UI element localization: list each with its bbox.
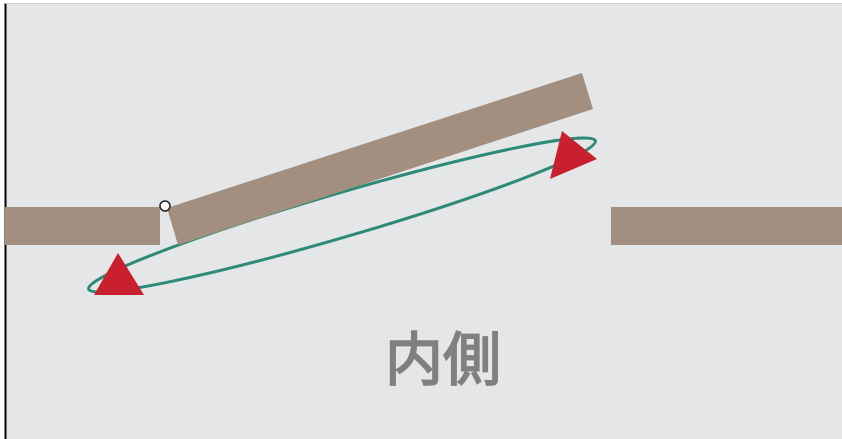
marker-left-triangle-icon <box>94 253 144 295</box>
inside-label: 内側 <box>385 326 501 394</box>
wall-left <box>5 207 160 245</box>
hinge-circle-icon <box>159 200 171 212</box>
wall-right <box>611 207 842 245</box>
swing-path-ellipse <box>87 136 597 294</box>
marker-right-triangle-icon <box>550 131 597 179</box>
door-panel <box>167 73 593 245</box>
